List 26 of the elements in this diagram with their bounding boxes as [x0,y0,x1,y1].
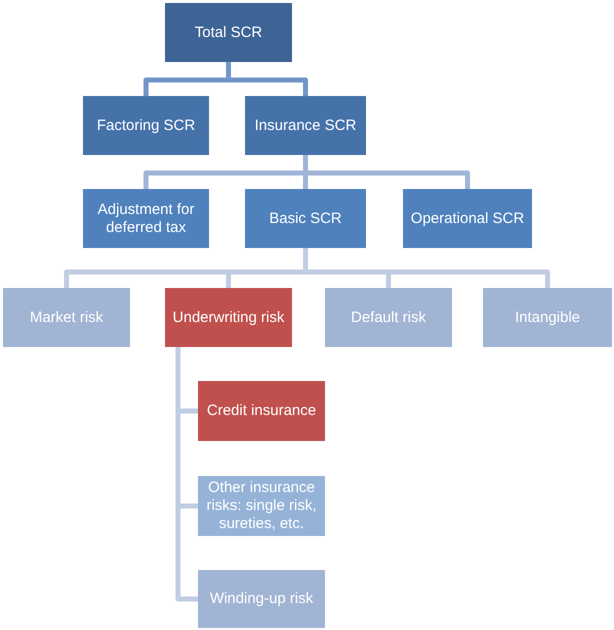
org-box [325,288,452,347]
org-box [403,189,532,248]
box-label: Total SCR [194,24,262,42]
org-box [3,288,130,347]
org-box [165,288,292,347]
box-label: Factoring SCR [96,116,196,134]
box-label: Insurance SCR [254,116,356,134]
box-label: Intangible [514,308,580,326]
box-label: Market risk [30,308,104,326]
box-label: Basic SCR [269,210,342,228]
org-box [165,3,292,62]
box-label: Winding-up risk [210,590,314,608]
box-label: Operational SCR [410,210,524,228]
box-label: Adjustment for deferred tax [96,200,196,236]
org-box [83,96,209,155]
box-label: Other insurance risks: single risk, sureties, etc. [205,479,318,533]
box-label: Default risk [350,308,426,326]
box-label: Underwriting risk [172,308,284,326]
org-box [198,381,325,441]
org-box [483,288,612,347]
org-box [198,570,325,628]
org-box [245,189,366,248]
box-label: Credit insurance [206,402,316,420]
org-box [245,96,366,155]
org-box [198,476,325,536]
org-box [83,189,209,248]
